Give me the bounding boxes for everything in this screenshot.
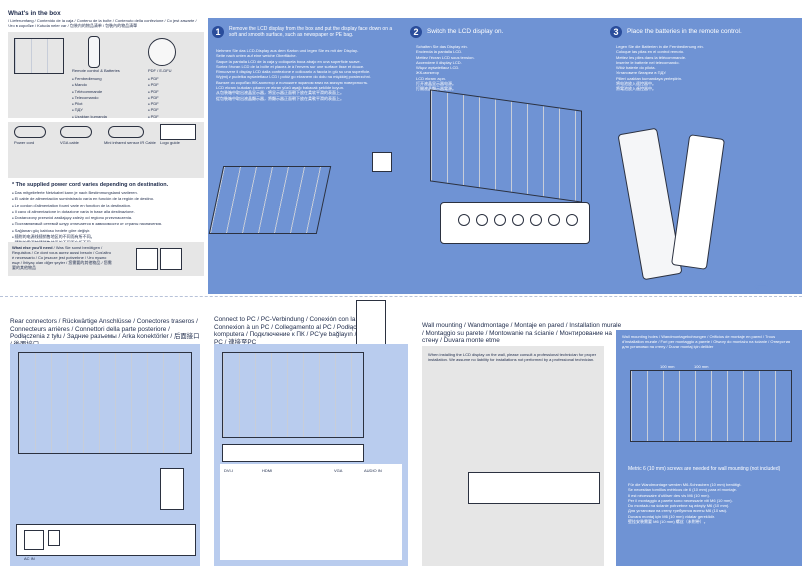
remote-language-list: FernbedienungMandoTélécommandeTelecomand… [72, 76, 107, 120]
rear-connectors-panel: AC IN [10, 344, 200, 566]
next-arrow-icon: ↩ [754, 276, 770, 296]
vga-cable-label: VGA cable [60, 140, 79, 145]
screwdriver-icon [136, 248, 158, 270]
fold-line [0, 296, 802, 297]
plus-button-icon[interactable] [530, 214, 542, 226]
logo-guide-label: Logo guide [160, 140, 180, 145]
wall-mounting-holes-panel: Wall mounting holes / Wandmontagebohrung… [616, 330, 802, 566]
ir-cable-illustration [108, 126, 144, 138]
vga-cable-illustration [60, 126, 92, 138]
connect-to-pc-title: Connect to PC / PC-Verbindung / Conexión… [214, 316, 378, 346]
connect-to-pc-panel: DVI-I HDMI VGA AUDIO IN [214, 344, 408, 566]
power-switch[interactable] [48, 530, 60, 546]
pdf-disc-icon [148, 38, 176, 66]
step-1-cross-icon [372, 152, 392, 172]
power-button-icon[interactable] [458, 214, 470, 226]
wall-mounting-instructions: When installing the LCD display on the w… [428, 352, 597, 362]
input-button-icon[interactable] [566, 214, 578, 226]
step-1-panel: 1 Remove the LCD display from the box an… [208, 26, 402, 234]
display-illustration [14, 38, 64, 74]
dvi-legend-label: DVI-I [224, 468, 234, 473]
side-port-strip [160, 468, 184, 510]
bottom-port-strip [16, 524, 196, 556]
screws-icon [160, 248, 182, 270]
cables-panel: Power cord VGA cable Mini infrared senso… [8, 122, 204, 178]
whats-in-the-box-panel: What's in the box / Lieferumfang / Conte… [8, 10, 204, 276]
ir-cable-label: Mini infrared sensor IR Cable [104, 140, 156, 145]
power-cord-illustration [14, 126, 46, 138]
pdf-label: PDF / E-DFU [148, 68, 172, 73]
step-1-instructions: Nehmen Sie das LCD-Display aus dem Karto… [216, 48, 371, 101]
screw-note: Metric 6 (10 mm) screws are needed for w… [628, 466, 781, 472]
step-3-badge: 3 [610, 26, 622, 38]
remote-battery-cover-illustration [670, 134, 726, 270]
ac-in-port-label: AC IN [24, 556, 35, 561]
step-2-instructions: Schalten Sie das Display ein.Encienda la… [416, 44, 475, 92]
wall-mounting-title: Wall mounting / Wandmontage / Montaje en… [422, 322, 622, 344]
pdf-language-list: PDFPDFPDFPDFPDFPDFPDF [148, 76, 159, 120]
pc-port-strip [222, 444, 364, 462]
box-title: What's in the box [8, 10, 61, 17]
step-2-display-illustration [430, 89, 582, 203]
display-illustration-panel: Remote control & Batteries PDF / E-DFU F… [8, 32, 204, 120]
remote-small-illustration [88, 36, 100, 68]
step-3-title: Place the batteries in the remote contro… [627, 28, 742, 36]
minus-button-icon[interactable] [548, 214, 560, 226]
hdmi-legend-label: HDMI [262, 468, 273, 473]
step-3-panel: 3 Place the batteries in the remote cont… [610, 26, 796, 281]
menu-button-icon[interactable] [476, 214, 488, 226]
what-else-text: What else you'll need / Was Sie sonst be… [12, 245, 112, 270]
ac-in-port [24, 530, 44, 550]
step-1-badge: 1 [212, 26, 224, 38]
wall-mounting-holes-title: Wall mounting holes / Wandmontagebohrung… [622, 334, 791, 349]
dim-100mm-b: 100 mm [694, 364, 709, 369]
step-2-title: Switch the LCD display on. [427, 28, 504, 36]
up-button-icon[interactable] [494, 214, 506, 226]
rear-display-illustration [18, 352, 192, 454]
vga-legend-label: VGA [334, 468, 343, 473]
step-2-panel: 2 Switch the LCD display on. Schalten Si… [410, 26, 600, 276]
what-else-panel: What else you'll need / Was Sie sonst be… [8, 242, 204, 276]
power-cord-note: * The supplied power cord varies dependi… [12, 182, 169, 188]
remote-label: Remote control & Batteries [72, 68, 120, 73]
step-3-instructions: Legen Sie die Batterien in die Fernbedie… [616, 44, 704, 92]
wall-mount-hole-diagram [630, 370, 792, 442]
what-else-you-need-box [468, 472, 600, 504]
dim-100mm-a: 100 mm [660, 364, 675, 369]
cable-legend-panel [220, 464, 402, 560]
pc-display-illustration [222, 352, 364, 438]
step-1-display-illustration [208, 166, 332, 234]
down-button-icon[interactable] [512, 214, 524, 226]
power-cord-label: Power cord [14, 140, 35, 145]
step-2-badge: 2 [410, 26, 422, 38]
power-cord-note-translations: Das mitgelieferte Netzkabel kann je nach… [12, 190, 162, 247]
screw-note-translations: Für die Wandmontage werden M6-Schrauben … [628, 482, 742, 525]
audio-legend-label: AUDIO IN [364, 468, 382, 473]
wall-mounting-text-panel: When installing the LCD display on the w… [422, 346, 604, 566]
box-subtitle: / Lieferumfang / Contenido de la caja / … [8, 18, 197, 28]
logo-guide-illustration [160, 124, 196, 140]
pc-tower-illustration [356, 300, 386, 348]
step-1-title: Remove the LCD display from the box and … [229, 26, 393, 38]
